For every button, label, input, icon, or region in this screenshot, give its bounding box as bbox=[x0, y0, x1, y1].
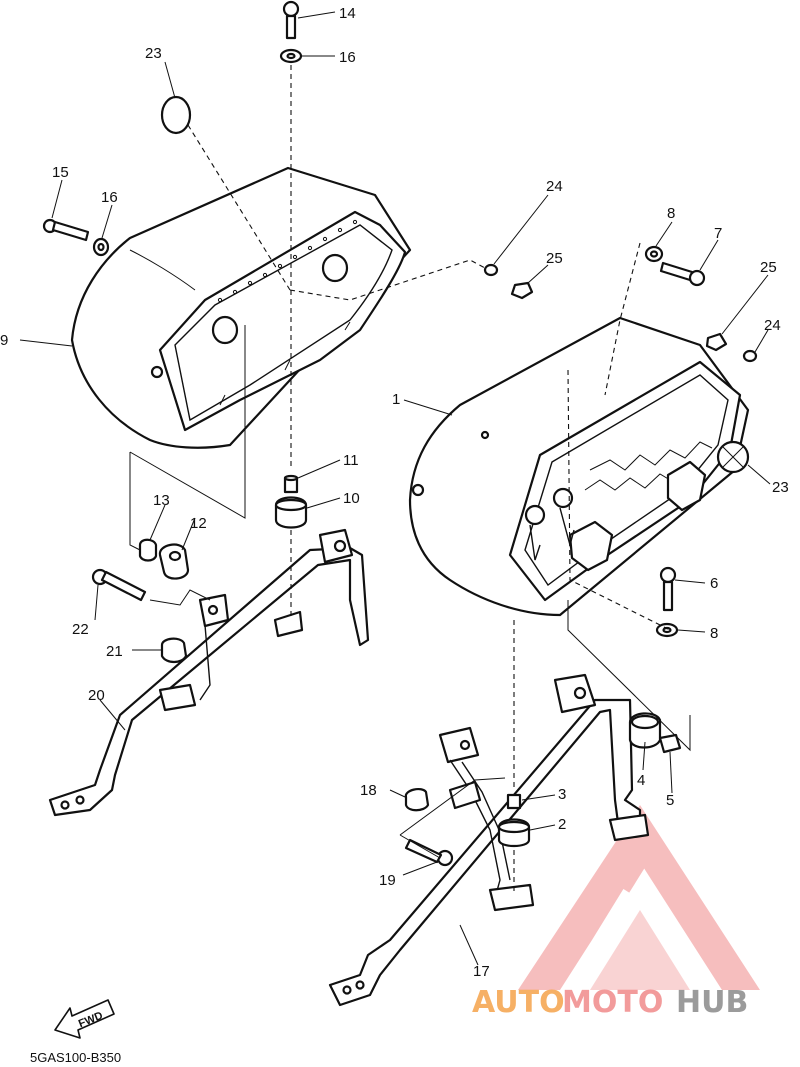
callout-9: 9 bbox=[0, 332, 8, 349]
callout-2: 2 bbox=[558, 816, 566, 833]
callout-6: 6 bbox=[710, 575, 718, 592]
callout-25-right: 25 bbox=[760, 259, 777, 276]
right-saddlebag bbox=[408, 316, 750, 617]
callout-12: 12 bbox=[190, 515, 207, 532]
callout-17: 17 bbox=[473, 963, 490, 980]
callout-16-left: 16 bbox=[101, 189, 118, 206]
callout-22: 22 bbox=[72, 621, 89, 638]
leader-lines bbox=[19, 11, 771, 966]
watermark-text-moto: MOTO bbox=[562, 985, 663, 1020]
callout-4: 4 bbox=[637, 772, 645, 789]
small-parts bbox=[42, 0, 758, 867]
callout-25-left: 25 bbox=[546, 250, 563, 267]
assembly-lines bbox=[129, 65, 691, 893]
callout-19: 19 bbox=[379, 872, 396, 889]
callout-24-right: 24 bbox=[764, 317, 781, 334]
callout-23-left: 23 bbox=[145, 45, 162, 62]
callout-14: 14 bbox=[339, 5, 356, 22]
callout-16-top: 16 bbox=[339, 49, 356, 66]
callout-24-left: 24 bbox=[546, 178, 563, 195]
callout-10: 10 bbox=[343, 490, 360, 507]
watermark-logo bbox=[518, 805, 760, 990]
callout-23-right: 23 bbox=[772, 479, 789, 496]
callout-11: 11 bbox=[343, 452, 359, 469]
fwd-arrow-icon bbox=[54, 999, 115, 1039]
callout-18: 18 bbox=[360, 782, 377, 799]
callout-5: 5 bbox=[666, 792, 674, 809]
callout-21: 21 bbox=[106, 643, 123, 660]
right-bracket bbox=[328, 673, 650, 1007]
callout-7: 7 bbox=[714, 225, 722, 242]
left-saddlebag bbox=[70, 166, 412, 449]
callout-8-bottom: 8 bbox=[710, 625, 718, 642]
callout-3: 3 bbox=[558, 786, 566, 803]
watermark-text-hub: HUB bbox=[676, 985, 748, 1020]
callout-1: 1 bbox=[392, 391, 400, 408]
left-bracket bbox=[48, 528, 370, 817]
watermark-text-auto: AUTO bbox=[472, 985, 565, 1020]
callout-13: 13 bbox=[153, 492, 170, 509]
callout-20: 20 bbox=[88, 687, 105, 704]
diagram-part-code: 5GAS100-B350 bbox=[30, 1050, 121, 1065]
callout-15: 15 bbox=[52, 164, 69, 181]
callout-labels: 1 2 3 4 5 6 7 8 8 9 10 11 12 13 14 15 16… bbox=[0, 5, 789, 980]
callout-8-top: 8 bbox=[667, 205, 675, 222]
